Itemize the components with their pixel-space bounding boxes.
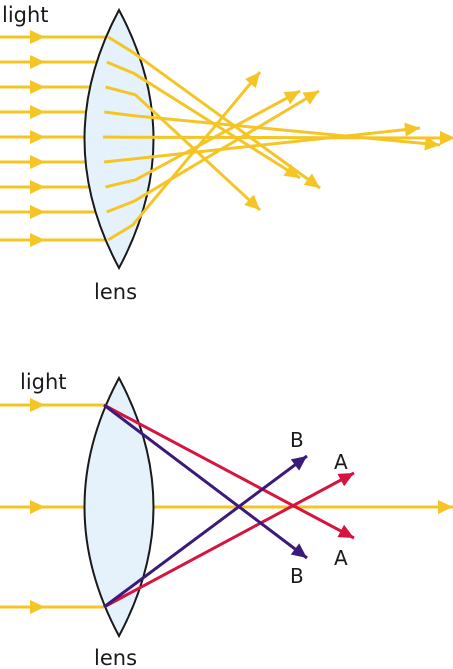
- arrowhead: [244, 194, 260, 210]
- top-lens: [83, 7, 155, 271]
- arrowhead: [30, 30, 45, 44]
- arrowhead: [303, 173, 320, 188]
- bottom-lens-label: lens: [94, 646, 137, 669]
- label-b-upper: B: [290, 428, 304, 452]
- arrowhead: [30, 155, 45, 169]
- refracted-ray: [105, 85, 262, 212]
- arrowhead: [30, 205, 45, 219]
- arrowhead: [30, 55, 45, 69]
- arrowhead: [404, 122, 420, 137]
- ray-a-lower: [103, 471, 355, 609]
- arrowhead: [283, 164, 300, 178]
- arrowhead: [438, 500, 453, 514]
- label-a-lower: A: [334, 546, 348, 570]
- ray-b-lower: [103, 454, 308, 609]
- arrowhead: [439, 130, 453, 145]
- bottom-lens: [83, 375, 155, 639]
- bottom-refracted-rays: [103, 403, 355, 609]
- bottom-incoming-rays: [0, 398, 453, 614]
- arrowhead: [283, 91, 300, 105]
- ray-a-upper: [103, 403, 355, 540]
- top-incoming-rays: [0, 30, 109, 247]
- refracted-ray: [103, 126, 421, 164]
- arrowhead: [302, 91, 319, 105]
- arrowhead: [30, 600, 45, 614]
- arrowhead-b: [290, 456, 307, 471]
- refracted-ray: [105, 89, 301, 189]
- arrowhead: [245, 72, 260, 89]
- top-light-label: light: [2, 3, 49, 27]
- arrowhead: [424, 136, 440, 151]
- bottom-light-label: light: [20, 370, 67, 394]
- bottom-diagram: light lens B A A B: [0, 370, 453, 669]
- refracted-ray: [103, 135, 453, 140]
- arrowhead: [30, 398, 45, 412]
- top-refracted-rays: [103, 35, 453, 242]
- refracted-ray: [106, 89, 320, 214]
- arrowhead: [30, 80, 45, 94]
- arrowhead: [30, 180, 45, 194]
- ray-b-upper: [103, 403, 308, 560]
- label-b-lower: B: [290, 564, 304, 588]
- arrowhead: [30, 500, 45, 514]
- arrowhead: [30, 105, 45, 119]
- top-lens-label: lens: [94, 280, 137, 304]
- arrowhead: [30, 130, 45, 144]
- label-a-upper: A: [334, 450, 348, 474]
- refracted-ray: [106, 60, 301, 180]
- refracted-ray: [104, 110, 441, 147]
- refracted-ray: [107, 71, 262, 242]
- top-diagram: light lens: [0, 3, 453, 304]
- refracted-ray: [107, 35, 321, 190]
- arrowhead-a: [337, 524, 354, 538]
- arrowhead-b: [290, 543, 307, 558]
- arrowhead-a: [337, 473, 354, 487]
- arrowhead: [30, 233, 45, 247]
